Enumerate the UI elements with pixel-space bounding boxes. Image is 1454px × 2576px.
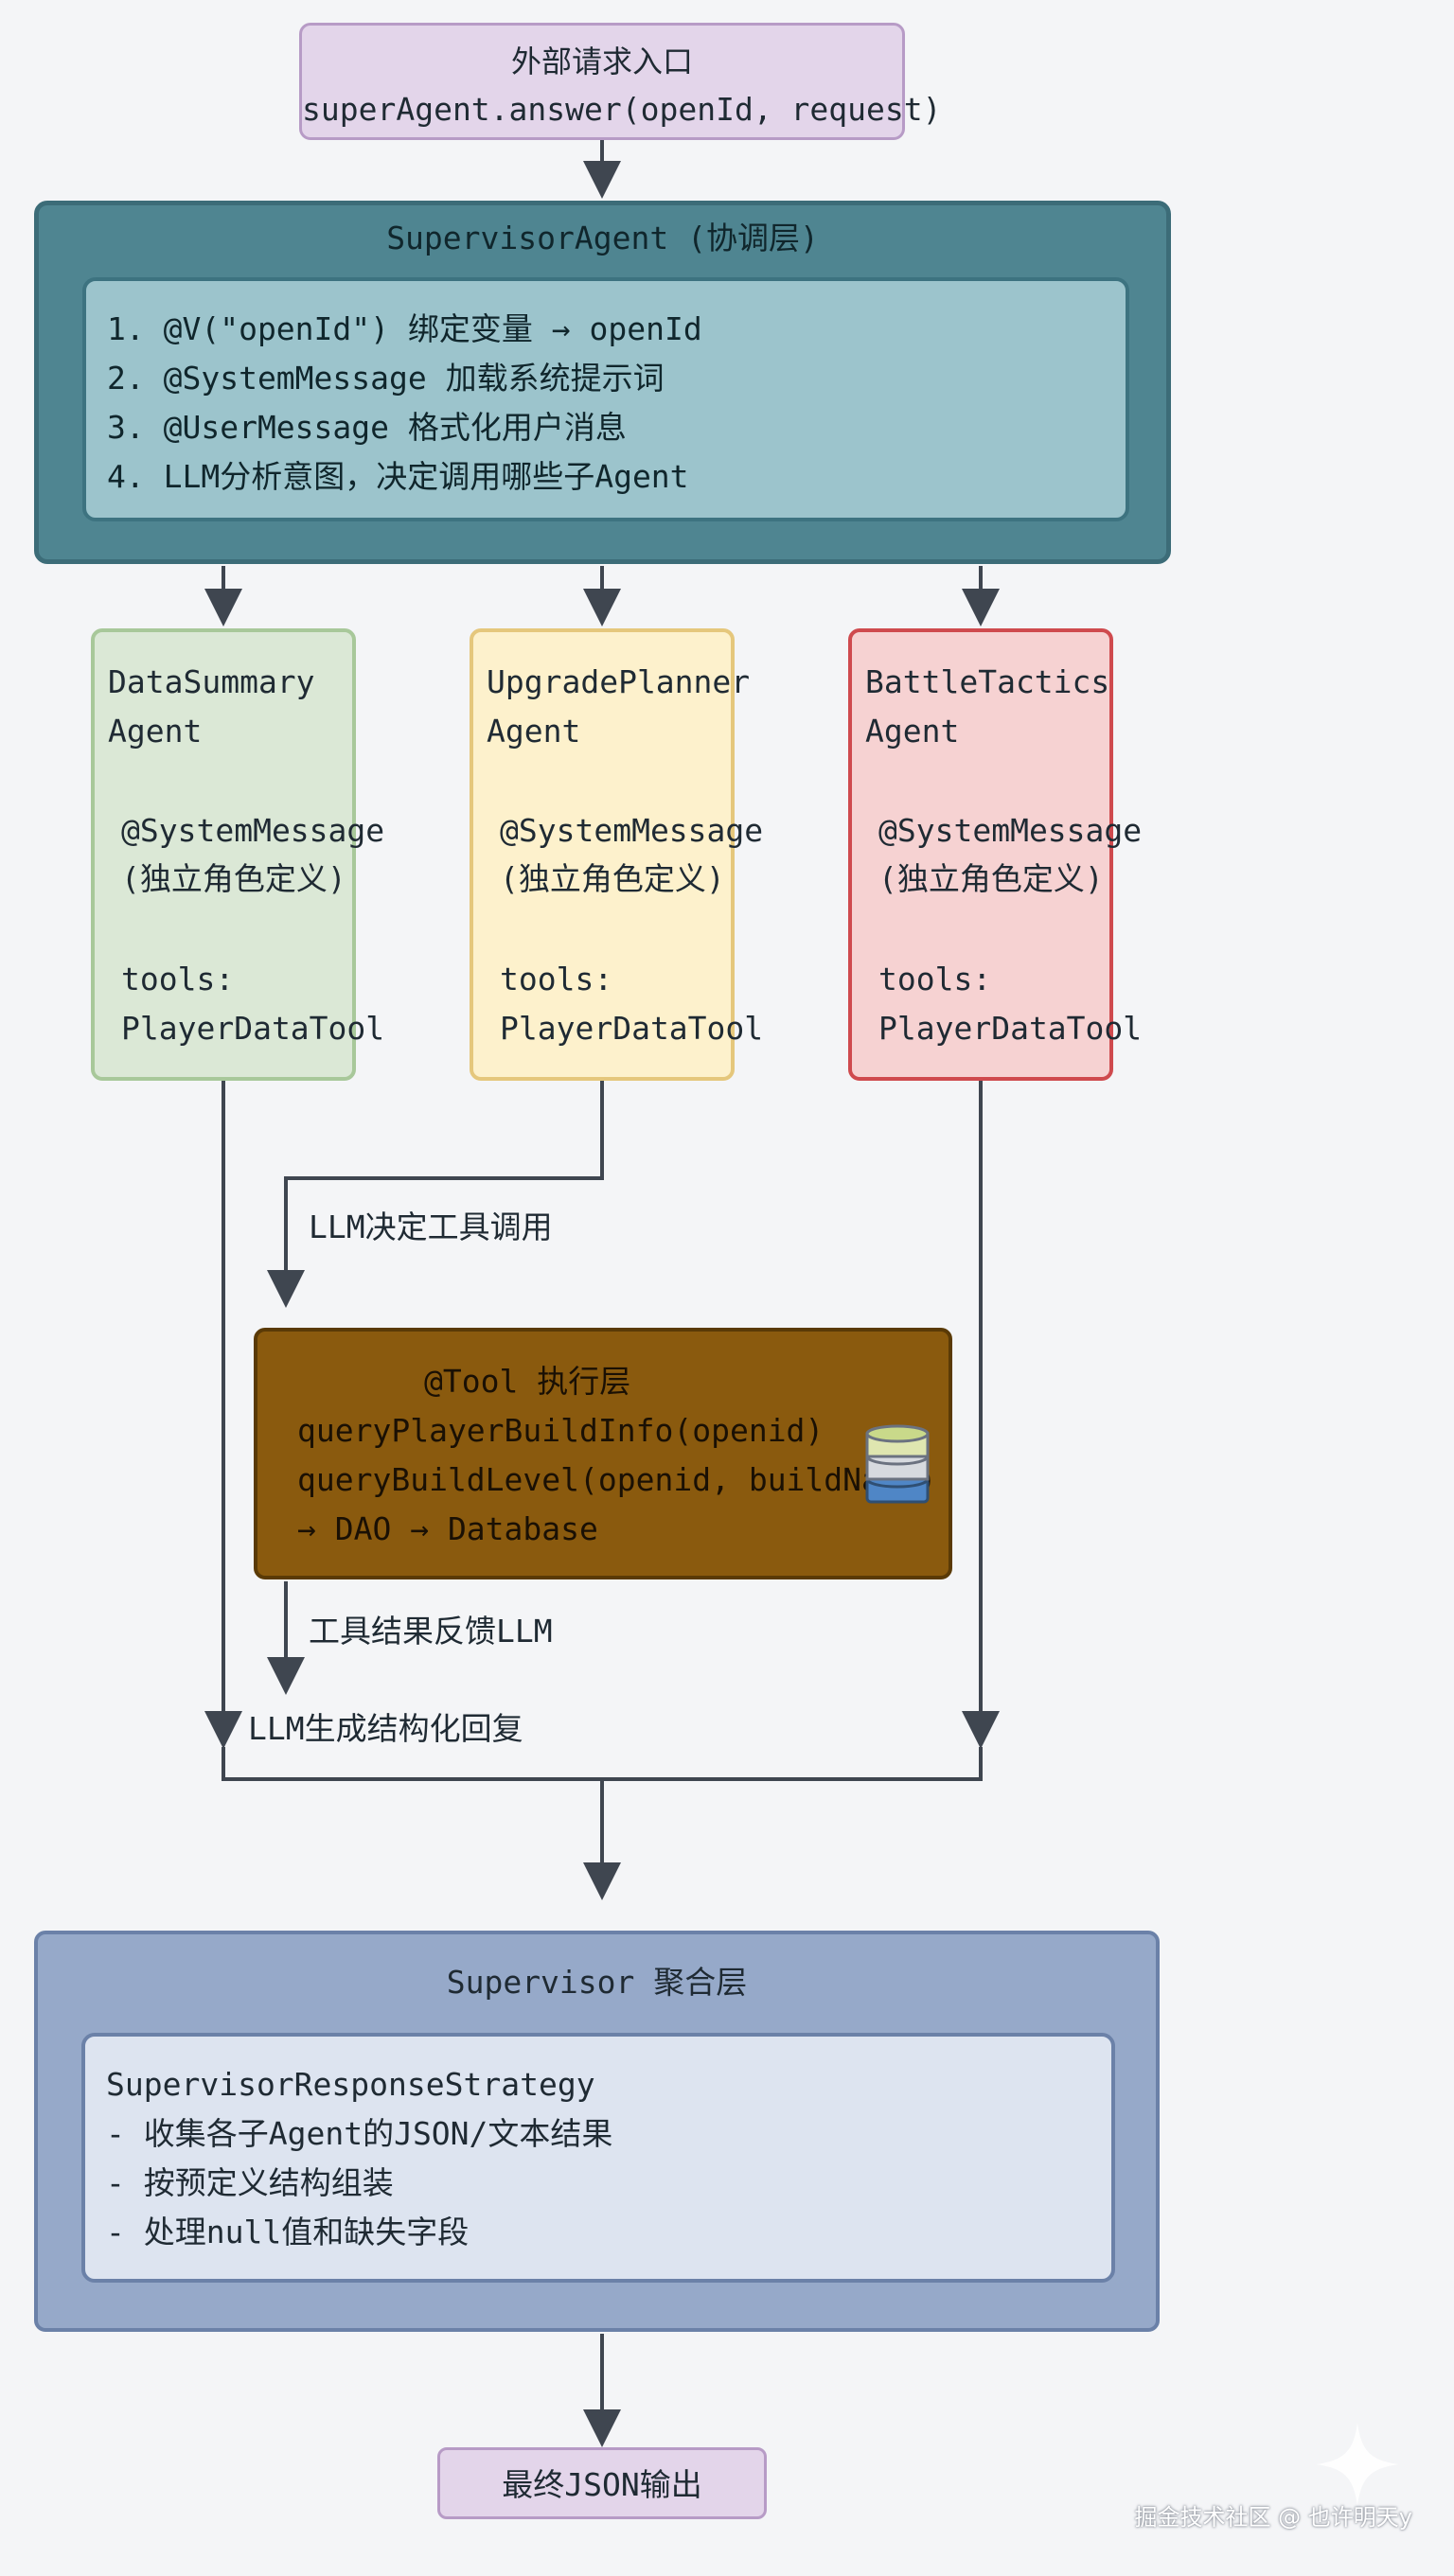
agent-name-suffix: Agent <box>487 713 581 750</box>
supervisor-title: SupervisorAgent (协调层) <box>386 220 819 256</box>
aggregation-panel: SupervisorResponseStrategy - 收集各子Agent的J… <box>81 2033 1115 2283</box>
tool-layer-node: @Tool 执行层 queryPlayerBuildInfo(openid) q… <box>254 1328 952 1579</box>
entry-call: superAgent.answer(openId, request) <box>302 91 942 128</box>
database-icon <box>865 1424 930 1504</box>
entry-node: 外部请求入口 superAgent.answer(openId, request… <box>299 23 942 140</box>
final-output-node: 最终JSON输出 <box>437 2447 767 2519</box>
datasummary-agent-node: DataSummary Agent @SystemMessage (独立角色定义… <box>91 628 384 1081</box>
final-output-label: 最终JSON输出 <box>502 2466 702 2503</box>
agent-tools-label: tools: <box>121 961 235 997</box>
tool-dao-chain: → DAO → Database <box>297 1510 598 1547</box>
aggregation-step: - 收集各子Agent的JSON/文本结果 <box>106 2115 613 2152</box>
agent-role-note: (独立角色定义) <box>121 860 346 897</box>
supervisor-step: 1. @V("openId") 绑定变量 → openId <box>107 310 702 347</box>
agent-system-message: @SystemMessage <box>878 812 1143 849</box>
arrow-to-tool-layer <box>267 1081 604 1308</box>
agent-name: BattleTactics <box>865 663 1110 700</box>
edge-label-llm-reply: LLM生成结构化回复 <box>248 1710 523 1747</box>
aggregation-step: - 处理null值和缺失字段 <box>106 2214 470 2250</box>
aggregation-layer-node: Supervisor 聚合层 SupervisorResponseStrateg… <box>34 1931 1160 2332</box>
supervisor-agent-node: SupervisorAgent (协调层) 1. @V("openId") 绑定… <box>34 201 1171 564</box>
supervisor-step: 2. @SystemMessage 加载系统提示词 <box>107 360 665 397</box>
supervisor-steps-panel: 1. @V("openId") 绑定变量 → openId 2. @System… <box>82 277 1129 521</box>
edge-label-tool-call: LLM决定工具调用 <box>309 1209 553 1245</box>
tool-layer-title: @Tool 执行层 <box>424 1363 631 1400</box>
agent-name: DataSummary <box>108 663 315 700</box>
watermark-text: 掘金技术社区 @ 也许明天y <box>1134 2504 1412 2531</box>
aggregation-step: - 按预定义结构组装 <box>106 2164 394 2201</box>
agent-name: UpgradePlanner <box>487 663 751 700</box>
agent-tool-name: PlayerDataTool <box>500 1010 764 1047</box>
agent-tool-name: PlayerDataTool <box>878 1010 1143 1047</box>
tool-method: queryBuildLevel(openid, buildName) <box>297 1461 937 1498</box>
agent-system-message: @SystemMessage <box>500 812 764 849</box>
sparkle-icon <box>1316 2423 1399 2506</box>
tool-method: queryPlayerBuildInfo(openid) <box>297 1412 825 1449</box>
battletactics-agent-node: BattleTactics Agent @SystemMessage (独立角色… <box>848 628 1142 1081</box>
supervisor-step: 4. LLM分析意图，决定调用哪些子Agent <box>107 458 689 495</box>
upgradeplanner-agent-node: UpgradePlanner Agent @SystemMessage (独立角… <box>470 628 763 1081</box>
agent-role-note: (独立角色定义) <box>878 860 1104 897</box>
merge-line <box>222 1747 983 1781</box>
edge-label-tool-result: 工具结果反馈LLM <box>309 1613 553 1650</box>
agent-name-suffix: Agent <box>865 713 960 750</box>
agent-tool-name: PlayerDataTool <box>121 1010 385 1047</box>
agent-system-message: @SystemMessage <box>121 812 385 849</box>
entry-title: 外部请求入口 <box>510 44 693 79</box>
aggregation-title: Supervisor 聚合层 <box>446 1964 748 2001</box>
supervisor-step: 3. @UserMessage 格式化用户消息 <box>107 409 627 446</box>
aggregation-strategy: SupervisorResponseStrategy <box>106 2066 595 2103</box>
agent-role-note: (独立角色定义) <box>500 860 725 897</box>
agent-name-suffix: Agent <box>108 713 203 750</box>
agent-tools-label: tools: <box>500 961 613 997</box>
agent-tools-label: tools: <box>878 961 992 997</box>
